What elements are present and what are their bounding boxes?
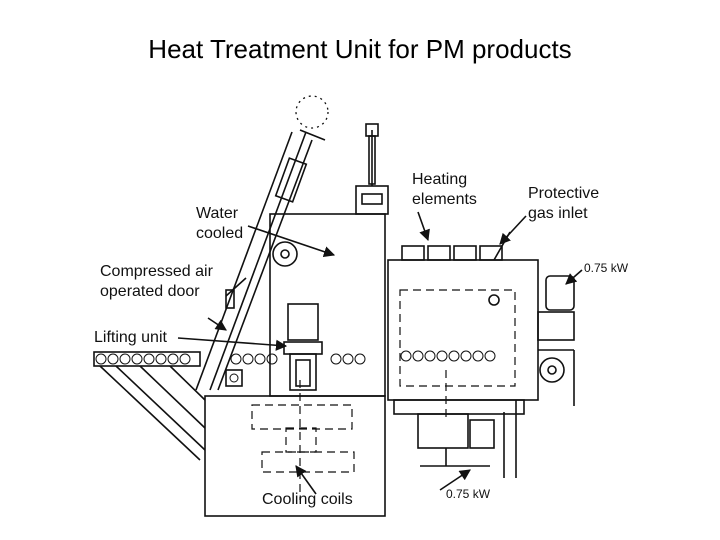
label-water-line2: cooled xyxy=(196,225,243,242)
page-title: Heat Treatment Unit for PM products xyxy=(148,34,572,64)
label-lifting-unit: Lifting unit xyxy=(94,329,167,346)
label-motor-bottom: 0.75 kW xyxy=(446,487,491,501)
label-gas-line1: Protective xyxy=(528,185,599,202)
lifting-unit xyxy=(93,303,366,461)
label-gas-line2: gas inlet xyxy=(528,205,588,222)
vestibule-chamber xyxy=(269,123,389,397)
label-heating-line1: Heating xyxy=(412,171,467,188)
door-assembly xyxy=(195,95,329,391)
label-water-line1: Water xyxy=(196,205,239,222)
leader-lines xyxy=(177,211,583,495)
label-motor-top: 0.75 kW xyxy=(584,261,629,275)
fan-motor xyxy=(503,275,575,478)
label-air-line2: operated door xyxy=(100,283,200,300)
label-air-line1: Compressed air xyxy=(100,263,214,280)
label-cooling-coils: Cooling coils xyxy=(262,491,353,508)
label-heating-line2: elements xyxy=(412,191,477,208)
